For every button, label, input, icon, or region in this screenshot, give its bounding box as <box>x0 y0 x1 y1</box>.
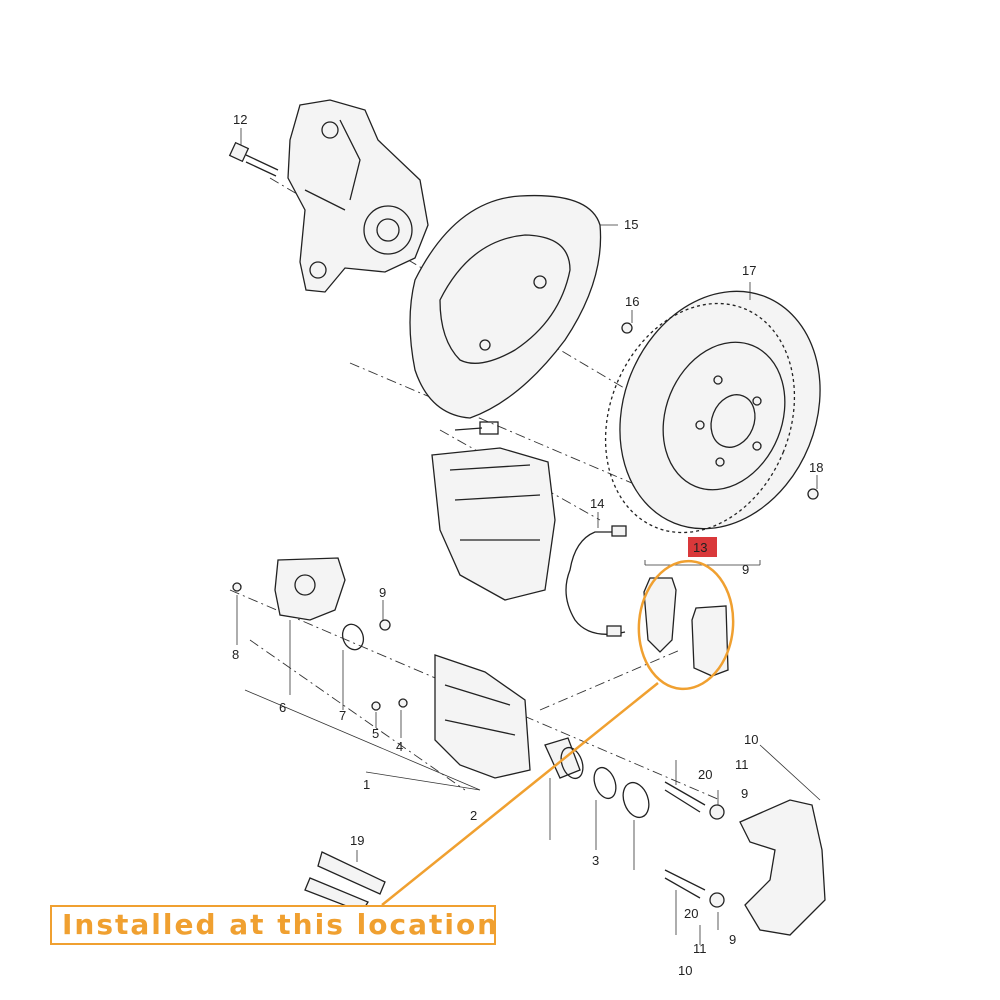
label-3: 3 <box>592 853 599 868</box>
o-ring-7-icon <box>341 623 365 651</box>
label-2: 2 <box>470 808 477 823</box>
parking-brake-actuator-icon <box>232 557 346 621</box>
label-12: 12 <box>233 112 247 127</box>
guide-pins-icon <box>664 781 725 908</box>
brake-disc-icon <box>604 290 821 534</box>
label-14: 14 <box>590 496 604 511</box>
highlight-ellipse <box>637 559 735 691</box>
steering-knuckle-icon <box>287 99 429 293</box>
label-18: 18 <box>809 460 823 475</box>
part-13-highlight-label: 13 <box>688 537 717 557</box>
label-11-bottom: 11 <box>693 941 707 956</box>
brake-pads-icon <box>643 577 729 677</box>
label-20-top: 20 <box>698 767 712 782</box>
caliper-carrier-icon <box>739 799 826 936</box>
installed-location-callout: Installed at this location <box>50 905 497 945</box>
label-5: 5 <box>372 726 379 741</box>
wear-sensor-icon <box>565 525 627 637</box>
bolt-18-icon <box>807 488 819 500</box>
bolt-16-icon <box>621 322 633 334</box>
grease-tubes-icon <box>304 851 386 913</box>
label-16: 16 <box>625 294 639 309</box>
installation-highlight <box>381 559 735 906</box>
label-1: 1 <box>363 777 370 792</box>
piston-and-seals-icon <box>544 737 650 819</box>
label-6: 6 <box>279 700 286 715</box>
brake-caliper-assembled-icon <box>431 421 556 601</box>
label-20-bottom: 20 <box>684 906 698 921</box>
label-17: 17 <box>742 263 756 278</box>
label-8: 8 <box>232 647 239 662</box>
label-11-top: 11 <box>735 757 749 772</box>
part-number-labels: 12 15 16 17 18 14 9 8 9 6 7 5 4 1 2 3 19… <box>232 112 823 978</box>
label-10-top: 10 <box>744 732 758 747</box>
label-13: 13 <box>693 540 707 555</box>
label-10-bottom: 10 <box>678 963 692 978</box>
label-9-top: 9 <box>742 562 749 577</box>
highlight-connector-line <box>381 682 659 906</box>
label-7: 7 <box>339 708 346 723</box>
caliper-housing-icon <box>434 654 531 779</box>
label-9-bottom: 9 <box>729 932 736 947</box>
bolt-12-icon <box>228 141 279 177</box>
leader-lines <box>236 128 821 945</box>
label-9-left: 9 <box>379 585 386 600</box>
label-4: 4 <box>396 739 403 754</box>
label-15: 15 <box>624 217 638 232</box>
small-bolts-icon <box>371 619 408 711</box>
label-19: 19 <box>350 833 364 848</box>
splash-shield-icon <box>409 194 602 419</box>
label-9-mid: 9 <box>741 786 748 801</box>
